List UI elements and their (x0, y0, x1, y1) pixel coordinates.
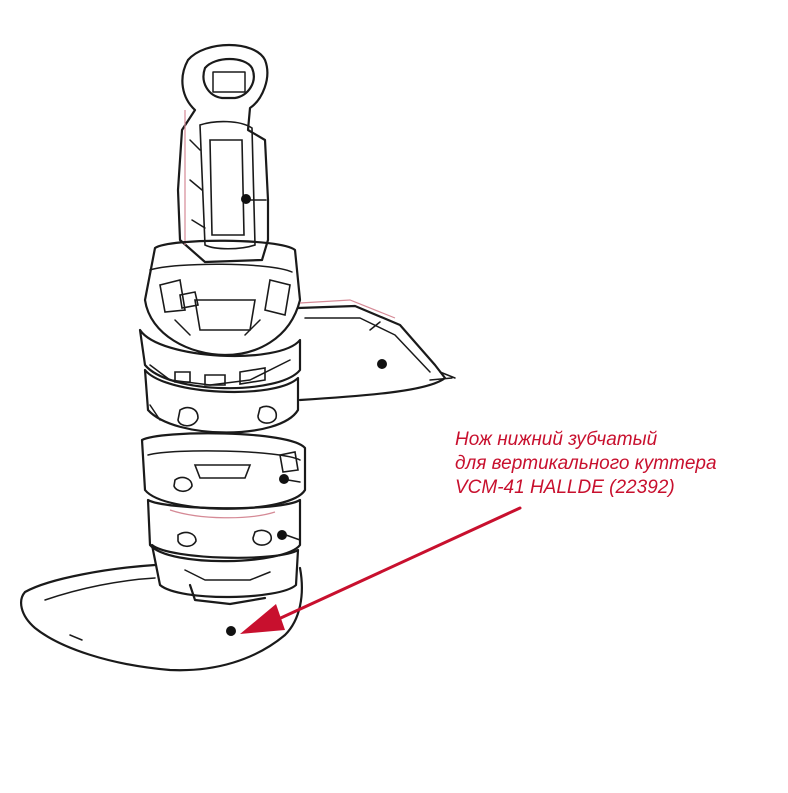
hub-collar (143, 239, 302, 357)
caption-line-2: для вертикального куттера (455, 453, 717, 474)
ring-3 (140, 432, 307, 510)
pointer-arrow (240, 506, 522, 634)
caption-line-1: Нож нижний зубчатый (455, 429, 658, 450)
caption-line-3: VCM-41 HALLDE (22392) (455, 477, 675, 498)
ring-2 (143, 368, 300, 434)
upper-blade (296, 299, 456, 402)
ring-1 (138, 328, 302, 390)
ring-5 (150, 543, 300, 606)
shaft-handle (176, 43, 270, 264)
bottom-blade (20, 563, 303, 672)
ring-4 (146, 498, 302, 563)
part-caption: Нож нижний зубчатый для вертикального ку… (455, 428, 717, 500)
